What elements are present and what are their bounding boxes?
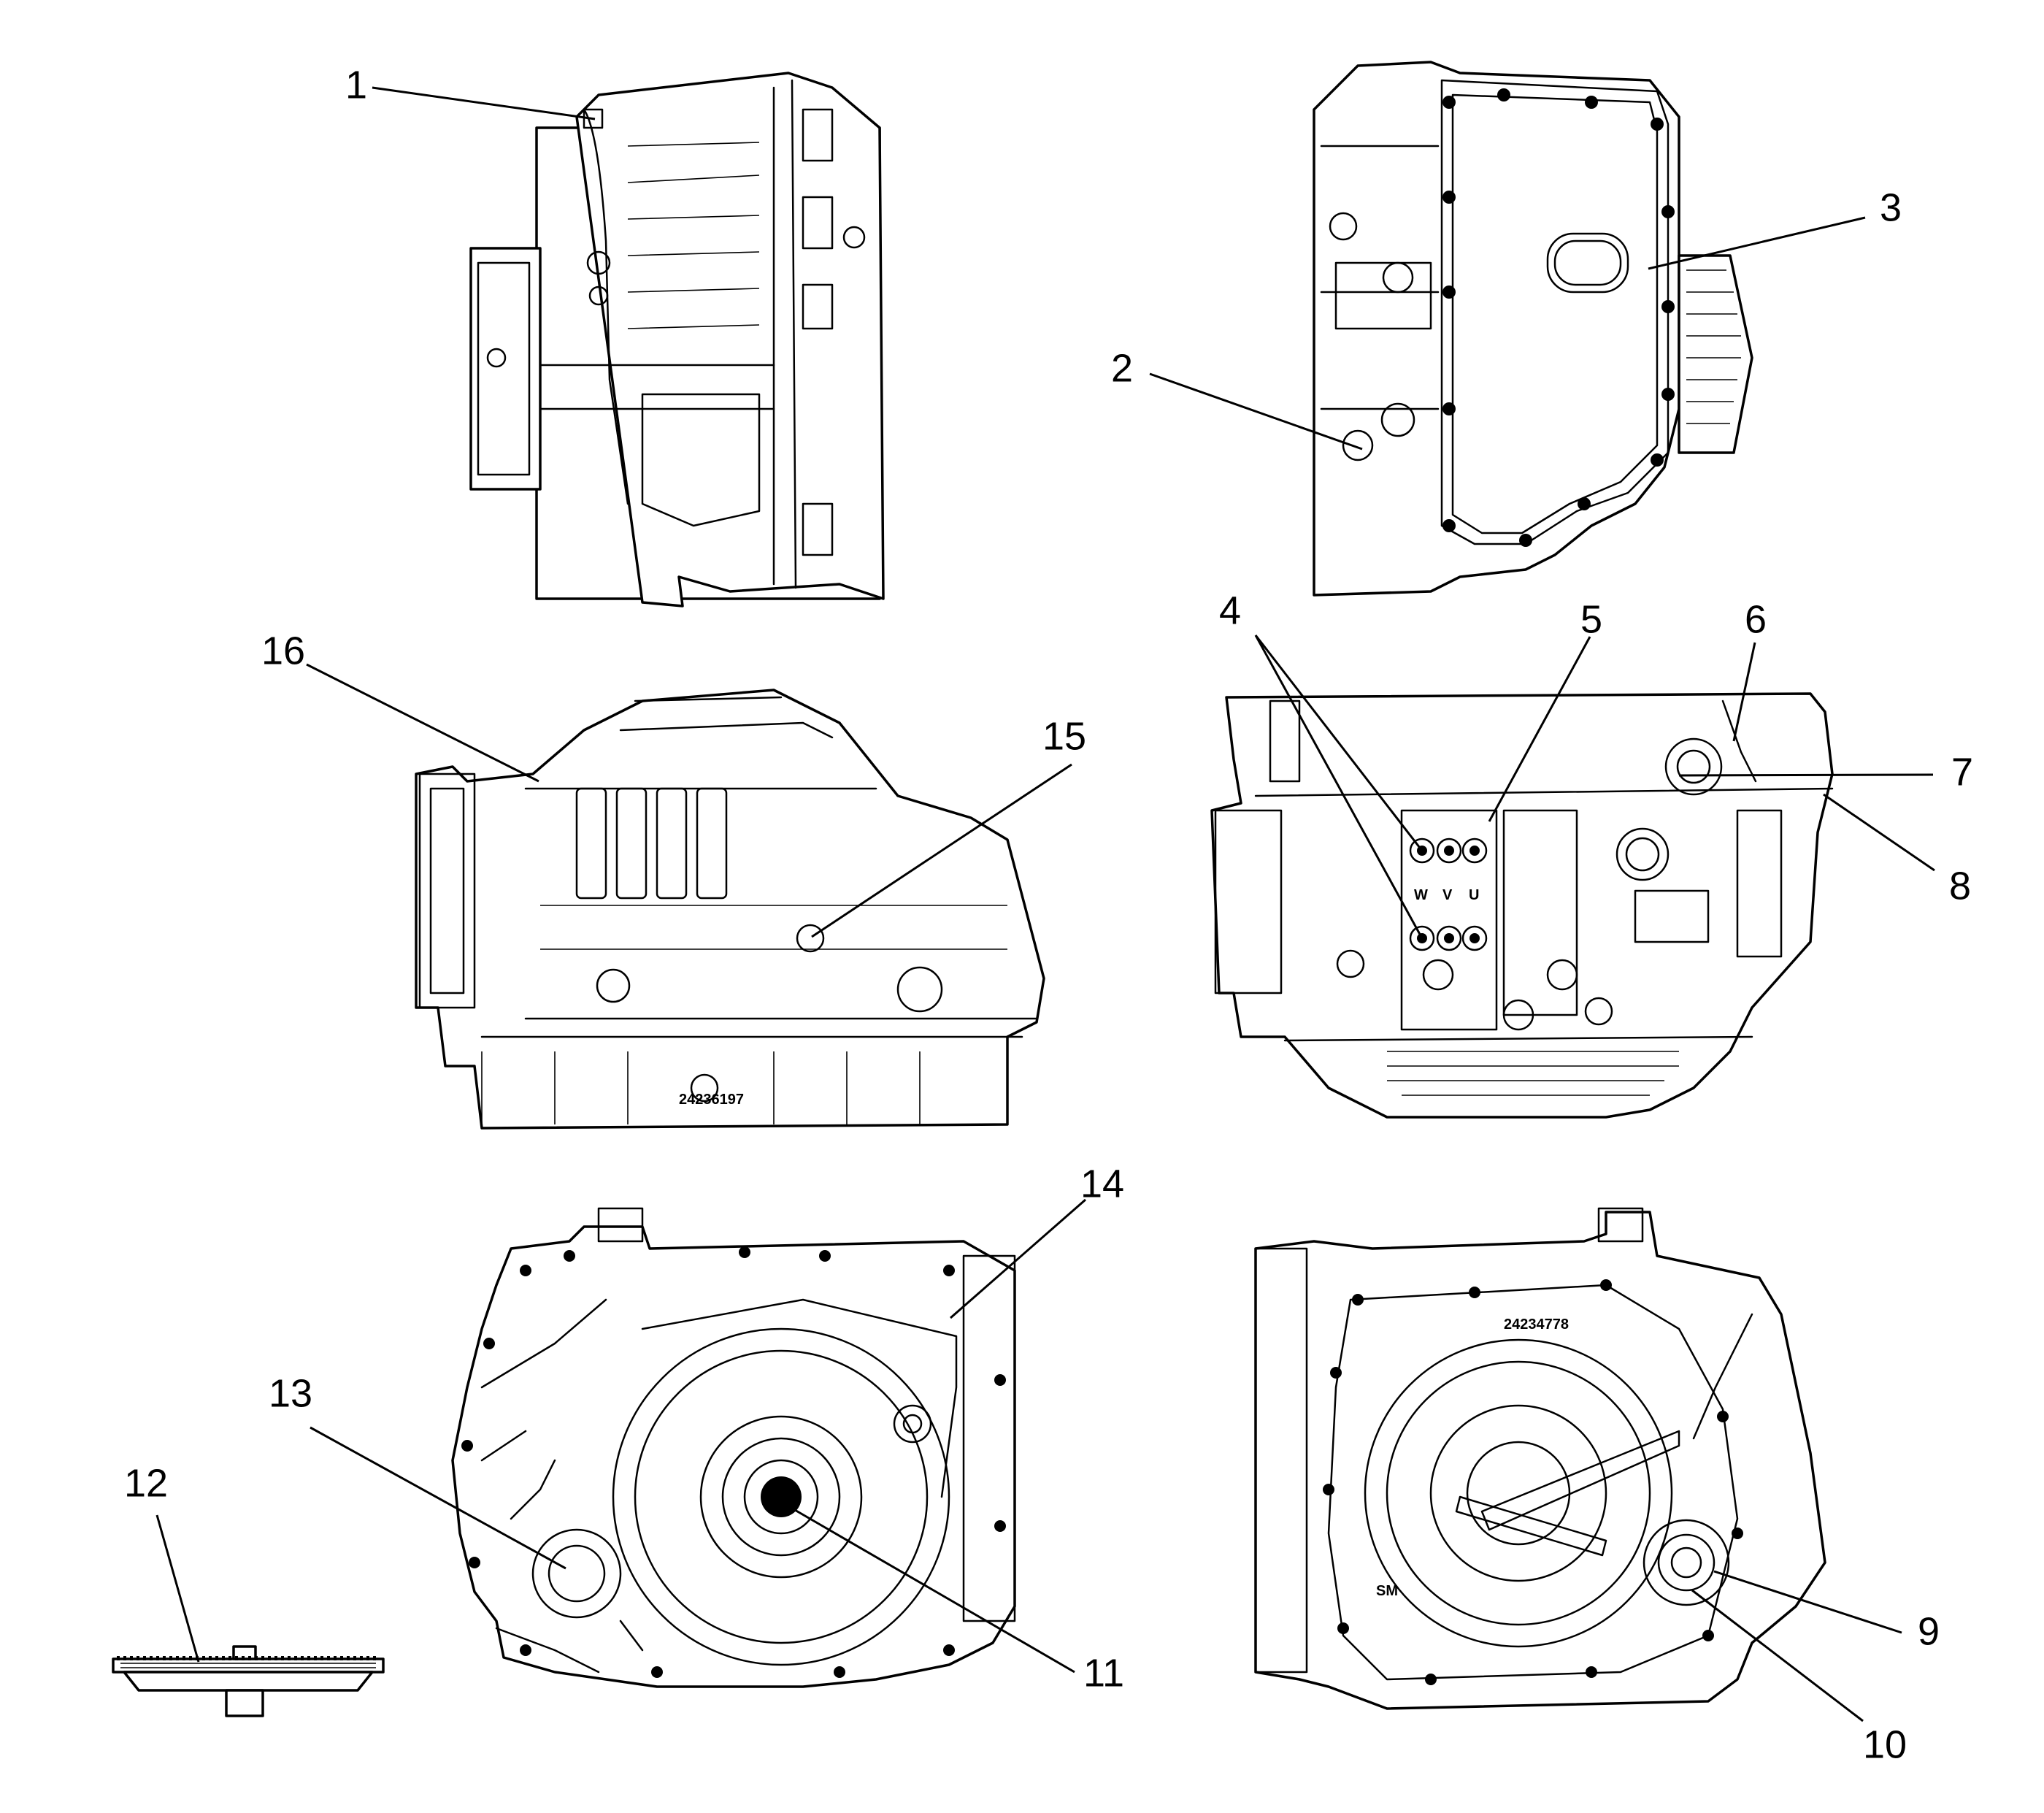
callout-3: 3 <box>1880 185 1902 229</box>
callout-13: 13 <box>269 1371 312 1415</box>
valve-letter-v: V <box>1442 887 1453 903</box>
leader-12 <box>155 1514 200 1663</box>
callout-6: 6 <box>1745 597 1767 641</box>
torque-converter <box>612 1327 950 1666</box>
callout-12: 12 <box>124 1461 168 1505</box>
leader-8 <box>1823 793 1935 872</box>
leader-5 <box>1488 636 1591 822</box>
leader-16 <box>306 663 539 783</box>
callout-5: 5 <box>1580 597 1602 641</box>
leader-1 <box>372 86 596 120</box>
view-top-right <box>1313 61 1753 597</box>
view-bottom-right: 24234778 SM <box>1254 1207 1826 1710</box>
view-bottom-left <box>451 1207 1016 1688</box>
leader-3 <box>1648 216 1866 270</box>
view-middle-right: W V U <box>1210 692 1834 1119</box>
output-seal-left <box>531 1528 622 1619</box>
callout-2: 2 <box>1111 346 1133 390</box>
leader-15 <box>811 763 1072 938</box>
output-seal-right <box>1642 1519 1730 1606</box>
case-part-number-left: 24236197 <box>679 1092 744 1108</box>
leader-4a <box>1254 635 1424 851</box>
leader-lines <box>155 86 1935 1722</box>
callout-16: 16 <box>261 629 305 672</box>
leader-9 <box>1713 1570 1902 1634</box>
callout-15: 15 <box>1042 714 1086 758</box>
callout-8: 8 <box>1949 864 1971 908</box>
sm-mark: SM <box>1376 1583 1398 1599</box>
leader-2 <box>1149 372 1363 451</box>
callout-7: 7 <box>1951 750 1973 794</box>
view-middle-left: 24236197 <box>415 689 1045 1130</box>
callout-4: 4 <box>1219 589 1241 632</box>
callout-11: 11 <box>1083 1651 1124 1695</box>
leader-10 <box>1691 1589 1864 1722</box>
valve-letter-u: U <box>1469 887 1479 903</box>
leader-14 <box>950 1198 1086 1319</box>
callout-14: 14 <box>1080 1162 1124 1206</box>
case-part-number-right: 24234778 <box>1504 1316 1569 1333</box>
leader-13 <box>310 1426 566 1570</box>
leader-6 <box>1732 642 1756 742</box>
callout-9: 9 <box>1918 1609 1940 1653</box>
callout-1: 1 <box>345 63 367 107</box>
callout-labels: 1 2 3 4 5 6 7 8 9 10 11 12 13 14 15 16 <box>124 63 1973 1766</box>
valve-letter-w: W <box>1414 887 1428 903</box>
view-top-left <box>469 72 885 607</box>
flex-plate <box>112 1645 385 1717</box>
electrical-connector <box>1615 827 1670 881</box>
callout-10: 10 <box>1863 1722 1907 1766</box>
leader-4b <box>1254 635 1424 939</box>
leader-11 <box>789 1506 1075 1674</box>
